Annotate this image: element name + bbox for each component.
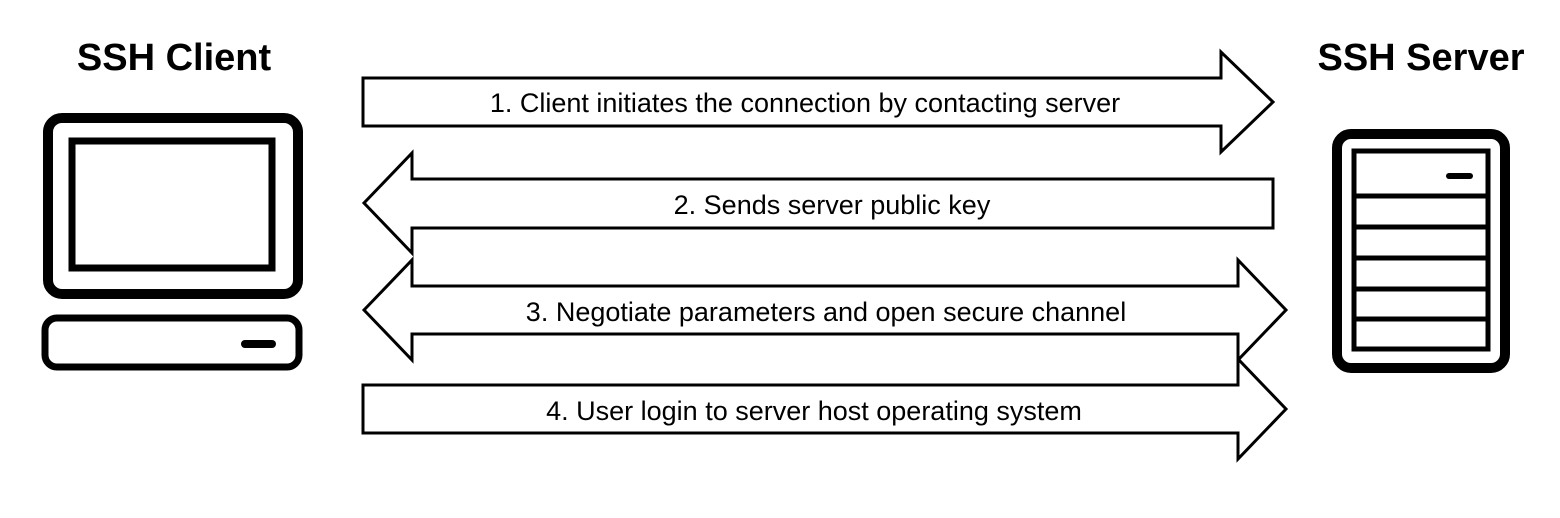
step-arrow-1: 1. Client initiates the connection by co… [361, 48, 1276, 156]
monitor-frame [43, 113, 303, 299]
step-4-label: 4. User login to server host operating s… [546, 396, 1082, 426]
step-3-label: 3. Negotiate parameters and open secure … [526, 297, 1126, 327]
step-arrow-3: 3. Negotiate parameters and open secure … [361, 256, 1289, 364]
computer-icon [41, 113, 303, 371]
arrow-left-shape [361, 149, 1275, 257]
arrow-right-shape [361, 355, 1289, 463]
arrow-right-shape [361, 48, 1276, 156]
server-title: SSH Server [1317, 37, 1524, 79]
server-rack [1351, 148, 1491, 352]
step-1-label: 1. Client initiates the connection by co… [490, 88, 1120, 118]
monitor-screen [68, 137, 276, 272]
arrow-double-shape [361, 256, 1289, 364]
server-icon [1332, 129, 1510, 373]
step-arrow-2: 2. Sends server public key [361, 149, 1275, 257]
step-2-label: 2. Sends server public key [674, 190, 991, 220]
step-arrow-4: 4. User login to server host operating s… [361, 355, 1289, 463]
client-title: SSH Client [77, 37, 272, 79]
desktop-case [41, 314, 303, 371]
server-frame [1332, 129, 1510, 373]
